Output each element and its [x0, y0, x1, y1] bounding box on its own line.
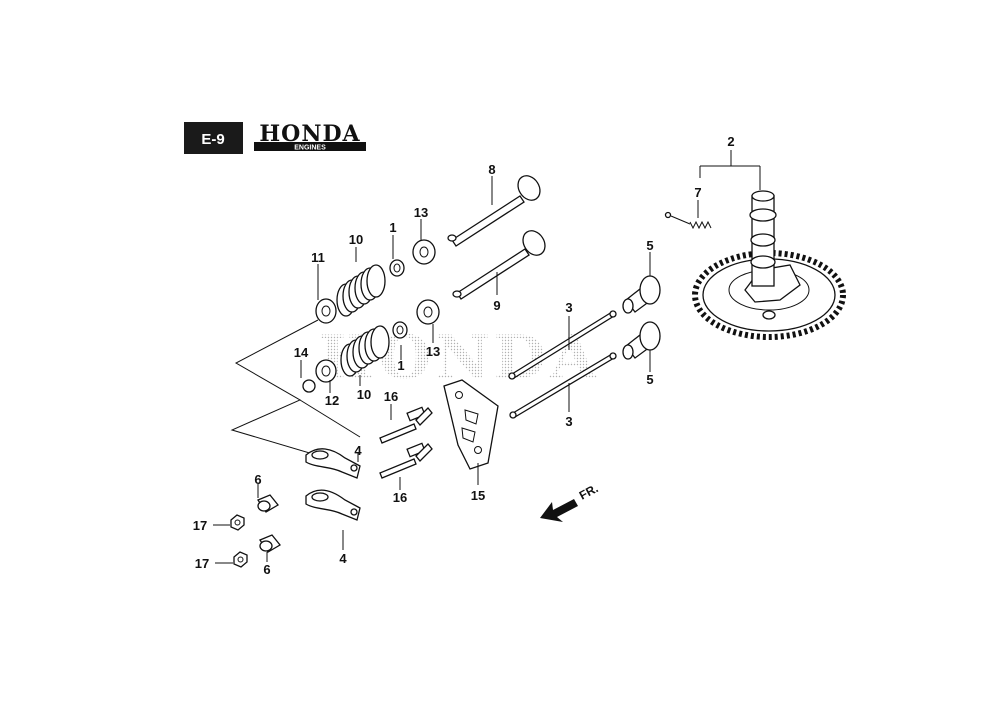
valve-seal-upper: [389, 259, 405, 277]
camshaft-gear: [692, 250, 846, 340]
pushrod-upper: [508, 310, 617, 380]
valve-rotator-upper: [412, 239, 436, 265]
callout-17-upper: 17: [193, 518, 207, 533]
callout-5-lower: 5: [646, 372, 653, 387]
callout-6-lower: 6: [263, 562, 270, 577]
callout-16-upper: 16: [384, 389, 398, 404]
assembly-bracket: [230, 319, 361, 466]
callout-7: 7: [694, 185, 701, 200]
callout-13-upper: 13: [414, 205, 428, 220]
callout-10-lower: 10: [357, 387, 371, 402]
front-direction-label: FR.: [577, 481, 601, 502]
valve-cap: [302, 379, 316, 393]
callout-13-lower: 13: [426, 344, 440, 359]
tappet-lower: [622, 321, 661, 372]
rocker-stud-upper: [379, 406, 433, 444]
pivot-nut-lower: [259, 534, 281, 553]
callout-1-lower: 1: [397, 358, 404, 373]
intake-valve: [447, 175, 541, 247]
pushrod-guide-plate: [443, 379, 499, 485]
leader-lines: [257, 219, 434, 562]
callout-16-lower: 16: [393, 490, 407, 505]
callout-4-lower: 4: [339, 551, 347, 566]
valve-spring-lower: [340, 325, 390, 377]
pushrod-lower: [509, 352, 617, 419]
valve-retainer-lower: [315, 359, 337, 383]
front-direction-arrow: FR.: [540, 481, 600, 522]
callout-3-lower: 3: [565, 414, 572, 429]
callout-10-upper: 10: [349, 232, 363, 247]
honda-logo: HONDA ENGINES: [254, 121, 366, 152]
valve-seal-lower: [392, 321, 408, 339]
tappet-upper: [622, 252, 661, 314]
callout-9: 9: [493, 298, 500, 313]
callout-15: 15: [471, 488, 485, 503]
rocker-stud-lower: [379, 442, 433, 479]
callout-1-upper: 1: [389, 220, 396, 235]
brand-subtext: ENGINES: [294, 145, 326, 152]
camshaft: [749, 190, 777, 287]
pivot-nut-upper: [257, 494, 279, 513]
callout-12: 12: [325, 393, 339, 408]
decompressor-spring: [664, 200, 712, 230]
callout-8: 8: [488, 162, 495, 177]
callout-2: 2: [727, 134, 734, 149]
callout-11: 11: [311, 250, 325, 265]
valve-retainer-upper: [315, 298, 337, 324]
page-code: E-9: [201, 131, 224, 148]
exhaust-valve: [452, 230, 546, 300]
lock-nut-upper: [230, 514, 245, 531]
valve-rotator-lower: [416, 299, 440, 325]
page-tag: E-9: [184, 122, 243, 154]
callout-3-upper: 3: [565, 300, 572, 315]
callout-5-upper: 5: [646, 238, 653, 253]
valve-spring-upper: [336, 264, 386, 317]
callout-14: 14: [294, 345, 309, 360]
callout-4-upper: 4: [354, 443, 362, 458]
rocker-arm-lower: [305, 489, 361, 521]
callout-17-lower: 17: [195, 556, 209, 571]
lock-nut-lower: [233, 551, 248, 568]
rocker-arm-upper: [305, 448, 361, 479]
callout-6-upper: 6: [254, 472, 261, 487]
